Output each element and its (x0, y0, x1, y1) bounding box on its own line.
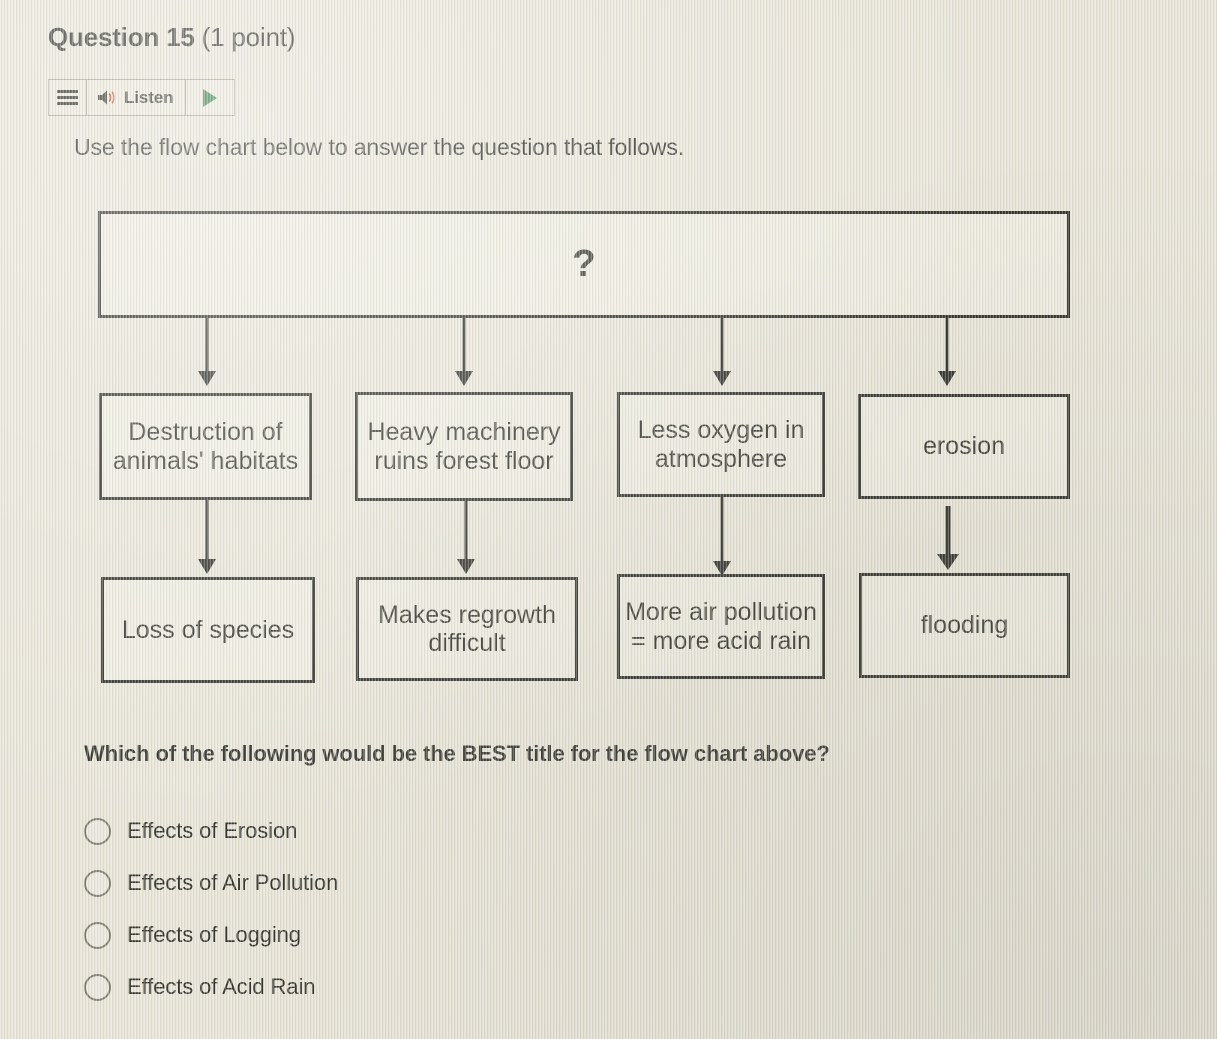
listen-button-label: Listen (124, 87, 174, 107)
instruction-text: Use the flow chart below to answer the q… (74, 134, 685, 160)
arrow-erosion-to-flooding (933, 506, 963, 570)
radio-button-0[interactable] (84, 817, 111, 845)
speaker-icon (97, 89, 117, 106)
page-title: Question 15 (1 point) (48, 22, 295, 53)
question-number: Question 15 (48, 22, 195, 52)
radio-button-3[interactable] (84, 973, 111, 1001)
arrow-title-to-machinery (450, 318, 478, 386)
arrow-title-to-habitats (193, 318, 221, 386)
multiple-choice-question: Which of the following would be the BEST… (84, 741, 830, 766)
answer-option-3[interactable]: Effects of Acid Rain (84, 961, 784, 1013)
answer-option-1[interactable]: Effects of Air Pollution (84, 857, 784, 909)
answer-option-label-2: Effects of Logging (127, 922, 301, 947)
flowchart-box-erosion[interactable]: erosion (858, 394, 1070, 499)
answer-option-label-0: Effects of Erosion (127, 818, 298, 843)
arrow-machinery-to-regrowth (452, 501, 480, 574)
radio-button-1[interactable] (84, 869, 111, 897)
arrow-title-to-oxygen (708, 318, 736, 386)
answer-options-list: Effects of Erosion Effects of Air Pollut… (84, 805, 784, 1013)
flowchart-title-box[interactable]: ? (98, 211, 1070, 318)
radio-button-2[interactable] (84, 921, 111, 949)
arrow-title-to-erosion (933, 318, 961, 386)
flowchart-box-habitats[interactable]: Destruction of animals' habitats (99, 393, 312, 500)
answer-option-0[interactable]: Effects of Erosion (84, 805, 784, 857)
question-points: (1 point) (201, 22, 296, 52)
flowchart-box-oxygen[interactable]: Less oxygen in atmosphere (617, 392, 825, 497)
flowchart-box-flooding[interactable]: flooding (859, 573, 1070, 678)
answer-option-2[interactable]: Effects of Logging (84, 909, 784, 961)
flowchart-box-machinery[interactable]: Heavy machinery ruins forest floor (355, 392, 573, 501)
flowchart-box-regrowth[interactable]: Makes regrowth difficult (356, 577, 578, 681)
listen-button[interactable]: Listen (87, 80, 187, 115)
flowchart-box-species[interactable]: Loss of species (101, 577, 315, 683)
toolbar-menu-button[interactable] (49, 80, 87, 115)
arrow-oxygen-to-acidrain (708, 497, 736, 576)
flowchart-box-acidrain[interactable]: More air pollution = more acid rain (617, 574, 825, 679)
arrow-habitats-to-species (193, 500, 221, 574)
answer-option-label-1: Effects of Air Pollution (127, 870, 339, 895)
answer-option-label-3: Effects of Acid Rain (127, 974, 316, 999)
hamburger-menu-icon (57, 90, 78, 105)
play-button[interactable] (186, 80, 234, 115)
listen-toolbar: Listen (48, 79, 236, 116)
play-triangle-icon (203, 88, 218, 107)
